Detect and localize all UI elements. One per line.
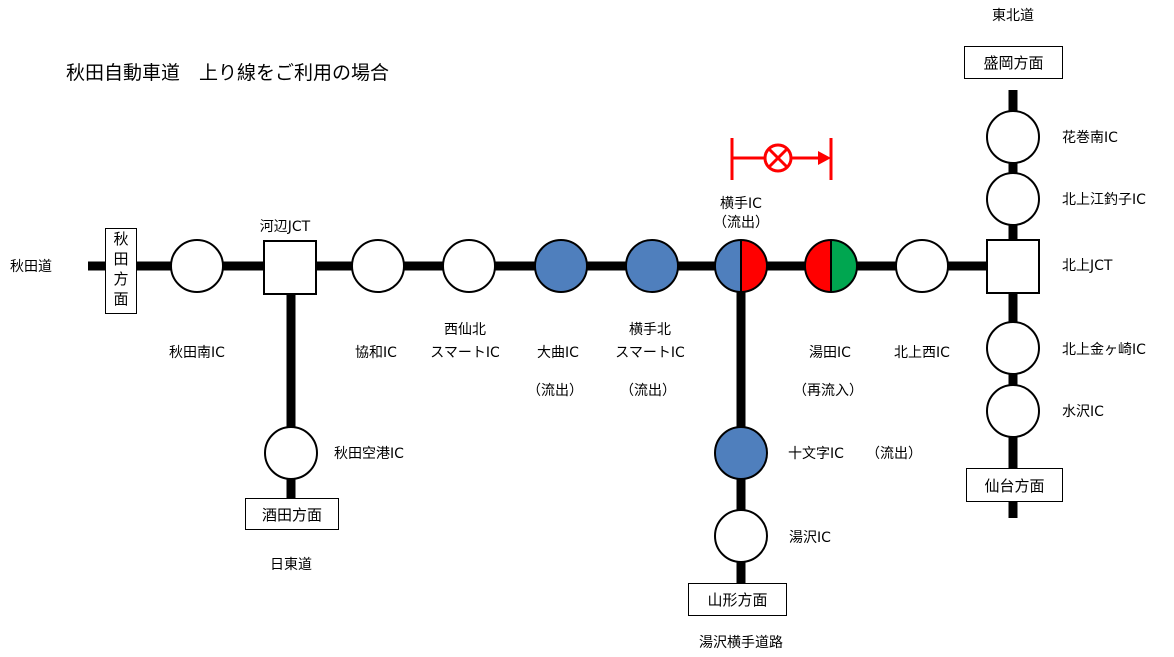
omagari-ic-node — [534, 239, 588, 293]
mizusawa-ic-label: 水沢IC — [1062, 404, 1104, 420]
kitakaminishi-ic-node — [895, 239, 949, 293]
kitakami-ezuriko-ic-node — [986, 172, 1040, 226]
yuda-reentry-note: （再流入） — [793, 383, 863, 399]
akita-do-label: 秋田道 — [10, 259, 52, 275]
akita-direction-char: 方 — [113, 270, 129, 288]
yokotekita-exit-note: （流出） — [620, 383, 676, 399]
hanamakiminami-ic-label: 花巻南IC — [1062, 130, 1118, 146]
akita-direction-char: 田 — [113, 250, 129, 268]
jumonji-exit-note: （流出） — [866, 446, 922, 462]
kitakaminishi-ic-label: 北上西IC — [894, 345, 950, 361]
yuzawa-ic-node — [714, 509, 768, 563]
akita-direction-box: 秋 田 方 面 — [105, 228, 137, 314]
hanamakiminami-ic-node — [986, 110, 1040, 164]
nitto-do-label: 日東道 — [270, 557, 312, 573]
akita-minami-ic-label: 秋田南IC — [169, 345, 225, 361]
akita-direction-char: 面 — [113, 290, 129, 308]
yokotekita-label-1: 横手北 — [629, 322, 671, 338]
morioka-direction-box: 盛岡方面 — [964, 46, 1063, 79]
yokote-ic-label: 横手IC — [720, 196, 762, 212]
mizusawa-ic-node — [986, 384, 1040, 438]
tohoku-do-label: 東北道 — [992, 8, 1034, 24]
closed-section-icon — [730, 138, 833, 180]
yuzawa-yokote-label: 湯沢横手道路 — [699, 635, 783, 651]
sendai-direction-box: 仙台方面 — [966, 468, 1063, 502]
kyowa-ic-label: 協和IC — [355, 345, 397, 361]
yamagata-direction-box: 山形方面 — [688, 583, 787, 616]
yokote-ic-node — [714, 239, 768, 293]
kyowa-ic-node — [351, 239, 405, 293]
nishisenboku-label-2: スマートIC — [430, 345, 500, 361]
nishisenboku-ic-node — [442, 239, 496, 293]
kitakami-ezuriko-ic-label: 北上江釣子IC — [1062, 192, 1146, 208]
jumonji-ic-node — [714, 426, 768, 480]
akita-direction-char: 秋 — [113, 230, 129, 248]
sakata-direction-box: 酒田方面 — [245, 498, 339, 530]
yokotekita-label-2: スマートIC — [615, 345, 685, 361]
kitakami-kanegasaki-ic-label: 北上金ヶ崎IC — [1062, 342, 1146, 358]
page-title: 秋田自動車道 上り線をご利用の場合 — [66, 62, 390, 84]
omagari-ic-label: 大曲IC — [537, 345, 579, 361]
yuzawa-ic-label: 湯沢IC — [789, 530, 831, 546]
kawabe-jct-label: 河辺JCT — [259, 219, 311, 235]
kitakami-jct-node — [986, 239, 1040, 294]
nishisenboku-label-1: 西仙北 — [444, 322, 486, 338]
akita-kuko-ic-label: 秋田空港IC — [334, 446, 404, 462]
kitakami-kanegasaki-ic-node — [986, 321, 1040, 375]
akita-kuko-ic-node — [264, 426, 318, 480]
kawabe-jct-node — [263, 240, 317, 295]
yokotekita-ic-node — [625, 239, 679, 293]
yokote-exit-note: （流出） — [713, 215, 769, 231]
kitakami-jct-label: 北上JCT — [1062, 258, 1113, 274]
yuda-ic-node — [804, 239, 858, 293]
yuda-ic-label: 湯田IC — [809, 345, 851, 361]
akita-minami-ic-node — [170, 239, 224, 293]
omagari-exit-note: （流出） — [527, 383, 583, 399]
jumonji-ic-label: 十文字IC — [788, 446, 844, 462]
